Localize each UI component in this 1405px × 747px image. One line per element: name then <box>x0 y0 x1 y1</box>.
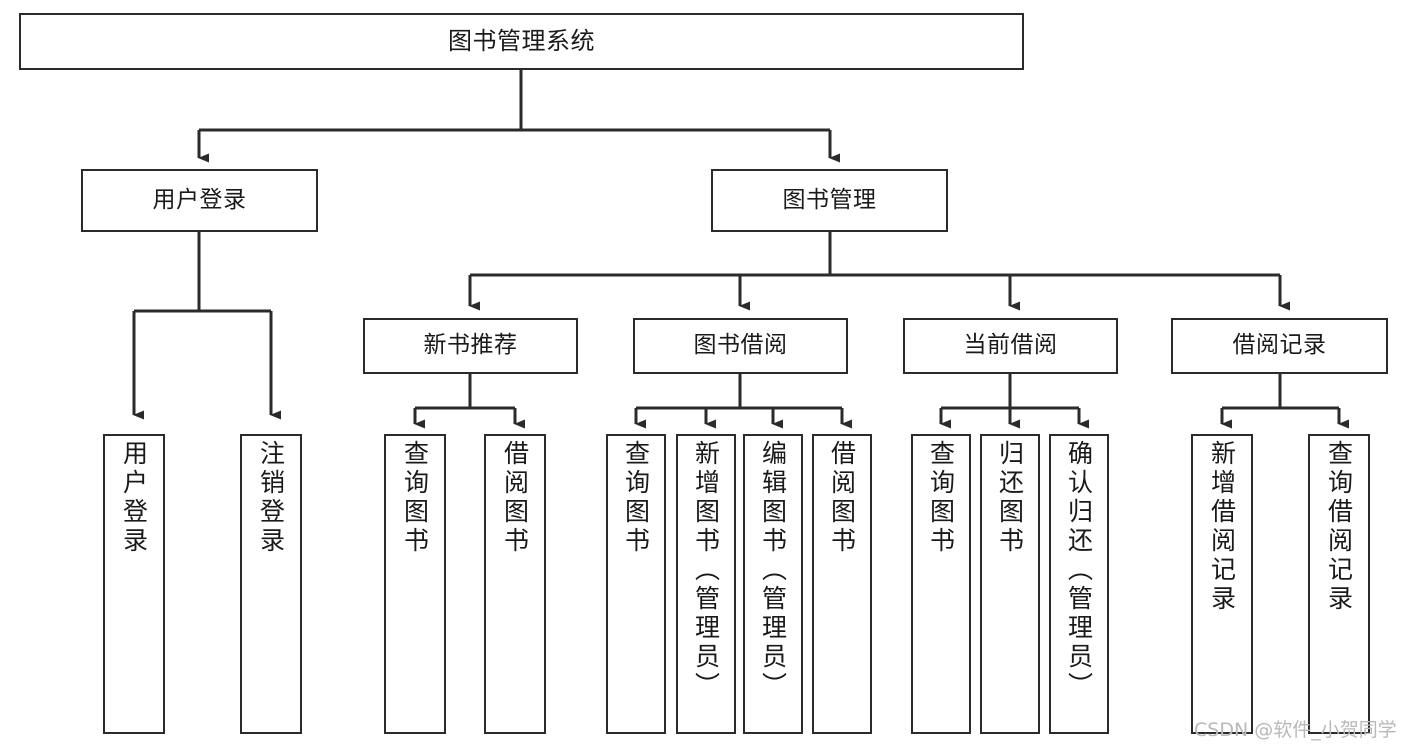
node-label: 图书借阅 <box>693 332 788 359</box>
node-leaf-edit-book-admin[interactable]: 编辑图书（管理员） <box>743 434 803 734</box>
node-label: 借阅图书 <box>827 440 857 556</box>
node-leaf-return-book[interactable]: 归还图书 <box>980 434 1040 734</box>
node-leaf-add-book-admin[interactable]: 新增图书（管理员） <box>676 434 736 734</box>
node-current-borrow[interactable]: 当前借阅 <box>903 318 1118 374</box>
node-leaf-borrow-book-recommendation[interactable]: 借阅图书 <box>484 434 546 734</box>
node-label: 查询借阅记录 <box>1324 440 1354 614</box>
node-book-manage[interactable]: 图书管理 <box>711 169 948 232</box>
node-label: 图书管理 <box>782 186 877 213</box>
node-leaf-query-borrow-record[interactable]: 查询借阅记录 <box>1308 434 1370 734</box>
node-label: 查询图书 <box>400 440 430 556</box>
node-leaf-confirm-return-admin[interactable]: 确认归还（管理员） <box>1049 434 1109 734</box>
node-label: 用户登录 <box>119 440 149 556</box>
node-label: 借阅记录 <box>1232 332 1327 359</box>
node-leaf-query-book-borrow[interactable]: 查询图书 <box>606 434 666 734</box>
node-leaf-query-book-recommendation[interactable]: 查询图书 <box>384 434 446 734</box>
node-leaf-user-login[interactable]: 用户登录 <box>103 434 165 734</box>
node-label: 新书推荐 <box>423 332 518 359</box>
node-leaf-borrow-book[interactable]: 借阅图书 <box>812 434 872 734</box>
node-label: 图书管理系统 <box>448 27 595 56</box>
node-label: 新增借阅记录 <box>1207 440 1237 614</box>
node-borrow-record[interactable]: 借阅记录 <box>1171 318 1388 374</box>
node-label: 确认归还（管理员） <box>1064 440 1094 701</box>
node-user-login[interactable]: 用户登录 <box>81 169 318 232</box>
node-label: 当前借阅 <box>963 332 1058 359</box>
node-leaf-query-book-current[interactable]: 查询图书 <box>911 434 971 734</box>
node-label: 借阅图书 <box>500 440 530 556</box>
node-label: 查询图书 <box>621 440 651 556</box>
node-label: 查询图书 <box>926 440 956 556</box>
csdn-watermark: CSDN @软件_小贺同学 <box>1194 719 1397 741</box>
node-leaf-logout-login[interactable]: 注销登录 <box>240 434 302 734</box>
node-new-book-recommendation[interactable]: 新书推荐 <box>363 318 578 374</box>
node-book-borrow[interactable]: 图书借阅 <box>633 318 848 374</box>
node-label: 编辑图书（管理员） <box>758 440 788 701</box>
node-leaf-add-borrow-record[interactable]: 新增借阅记录 <box>1191 434 1253 734</box>
node-label: 注销登录 <box>256 440 286 556</box>
node-label: 归还图书 <box>995 440 1025 556</box>
node-root-book-management-system[interactable]: 图书管理系统 <box>19 13 1024 70</box>
node-label: 新增图书（管理员） <box>691 440 721 701</box>
node-label: 用户登录 <box>152 186 247 213</box>
